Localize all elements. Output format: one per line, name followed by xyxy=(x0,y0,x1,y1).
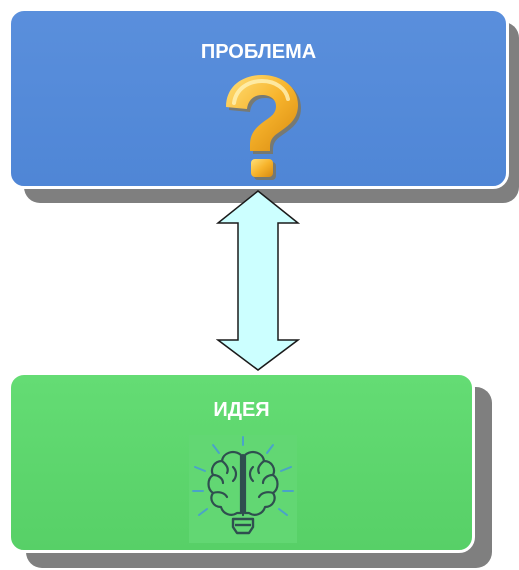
brain-lightbulb-icon xyxy=(189,435,297,543)
double-arrow-connector xyxy=(215,190,301,377)
idea-title: ИДЕЯ xyxy=(213,399,270,421)
problem-title: ПРОБЛЕМА xyxy=(200,41,317,63)
idea-box: ИДЕЯ xyxy=(8,372,475,553)
question-mark-icon xyxy=(216,73,302,186)
problem-box: ПРОБЛЕМА xyxy=(8,8,509,189)
